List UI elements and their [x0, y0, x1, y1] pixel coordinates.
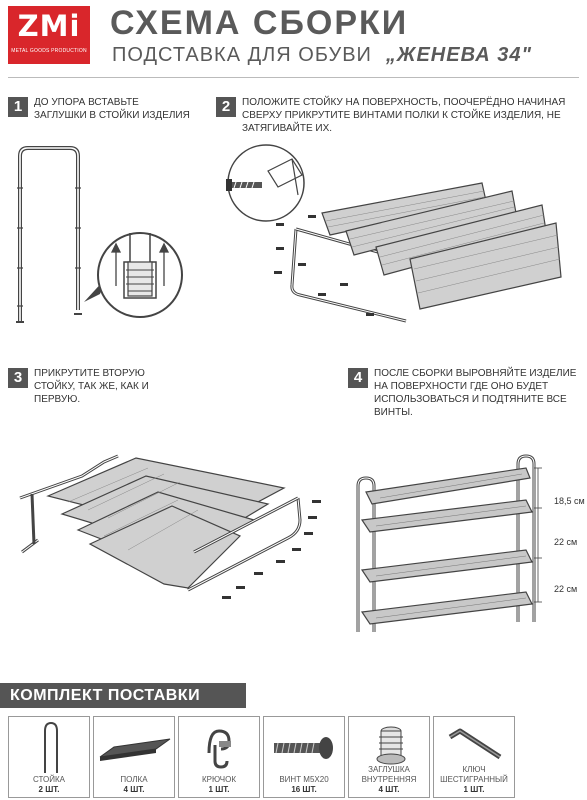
kit-item-name: ВИНТ М5х20 [279, 775, 329, 784]
kit-item-qty: 16 шт. [291, 785, 317, 794]
kit-item-qty: 4 шт. [123, 785, 145, 794]
brand-tagline: METAL GOODS PRODUCTION [11, 48, 87, 54]
header-divider [8, 77, 579, 78]
step-3-text: Прикрутите вторую стойку, так же, как и … [34, 368, 149, 405]
kit-item-qty: 1 шт. [463, 785, 485, 794]
step-2-number: 2 [216, 97, 236, 117]
dimension-2: 22 см [554, 537, 578, 547]
plug-icon [376, 726, 406, 765]
kit-item-name: ЗАГЛУШКА ВНУТРЕННЯЯ [361, 765, 417, 784]
kit-item-qty: 1 шт. [208, 785, 230, 794]
kit-item-name: ПОЛКА [120, 775, 148, 784]
step-2-illustration [226, 144, 562, 323]
shelf-icon [99, 738, 171, 761]
screw-icon [274, 737, 333, 759]
kit-item-screw: ВИНТ М5х2016 шт. [263, 716, 345, 798]
brand-name: ZMi [17, 9, 81, 43]
step-1-text: До упора вставьте заглушки в стойки изде… [34, 97, 190, 121]
kit-title: КОМПЛЕКТ ПОСТАВКИ [0, 683, 246, 708]
product-name: ПОДСТАВКА ДЛЯ ОБУВИ [112, 44, 372, 66]
step-1-illustration [16, 146, 183, 323]
step-2-text: Положите стойку на поверхность, поочерёд… [242, 97, 566, 134]
kit-item-name: КЛЮЧ ШЕСТИГРАННЫЙ [440, 765, 508, 784]
kit-item-qty: 2 шт. [38, 785, 60, 794]
step-4-illustration [356, 454, 542, 632]
step-4-number: 4 [348, 368, 368, 388]
dimension-3: 22 см [554, 584, 578, 594]
dimension-1: 18,5 см [554, 496, 585, 506]
step-4-text: После сборки выровняйте изделие на повер… [374, 368, 577, 418]
product-model: „ЖЕНЕВА 34" [385, 44, 532, 66]
step-3-illustration [19, 454, 321, 599]
page-title: СХЕМА СБОРКИ [110, 4, 409, 42]
kit-item-name: СТОЙКА [32, 775, 65, 784]
step-3-number: 3 [8, 368, 28, 388]
upright-icon [44, 721, 58, 773]
kit-item-qty: 4 шт. [378, 785, 400, 794]
page-subtitle: ПОДСТАВКА ДЛЯ ОБУВИ „ЖЕНЕВА 34" [112, 44, 532, 67]
hex-key-icon [448, 728, 502, 760]
kit-item-name: КРЮЧОК [201, 775, 237, 784]
step-1-number: 1 [8, 97, 28, 117]
brand-logo: ZMi METAL GOODS PRODUCTION [8, 6, 90, 64]
hook-icon [207, 729, 231, 769]
